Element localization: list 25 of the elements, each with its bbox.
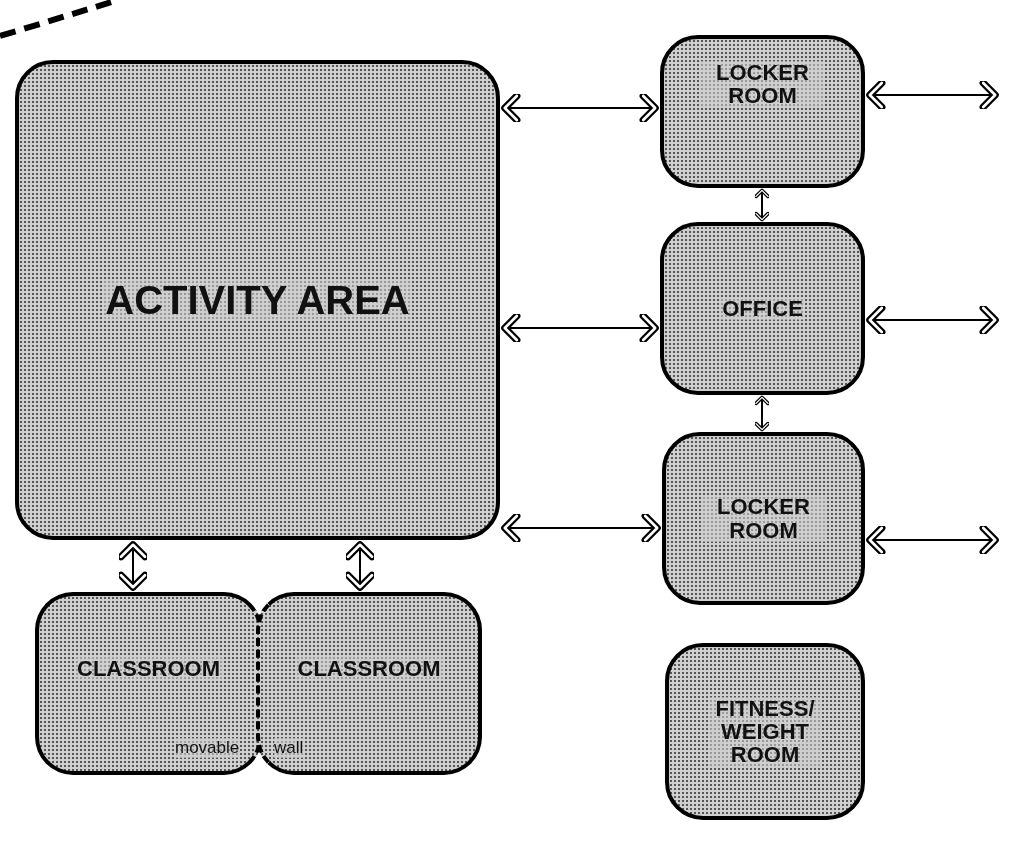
double-arrow (501, 312, 659, 344)
double-arrow (866, 304, 999, 336)
room-label: LOCKER ROOM (701, 495, 826, 542)
double-arrow (344, 541, 376, 591)
room-box (15, 60, 500, 540)
room-box (662, 432, 865, 605)
double-arrow (501, 92, 659, 124)
double-arrow (866, 524, 999, 556)
room-box (256, 592, 482, 775)
double-arrow (501, 512, 661, 544)
wall-note: wall (274, 738, 304, 758)
room-label: CLASSROOM (295, 656, 443, 681)
double-arrow (754, 188, 770, 222)
room-label: FITNESS/ WEIGHT ROOM (708, 696, 822, 767)
wall-note: movable (175, 738, 240, 758)
room-label: LOCKER ROOM (700, 60, 825, 108)
room-box (660, 222, 865, 395)
room-label: OFFICE (720, 296, 805, 321)
room-box (665, 643, 865, 820)
double-arrow (117, 541, 149, 591)
double-arrow (754, 395, 770, 432)
room-box (660, 35, 865, 188)
room-label: ACTIVITY AREA (103, 279, 412, 321)
double-arrow (866, 79, 999, 111)
room-label: CLASSROOM (75, 656, 222, 681)
